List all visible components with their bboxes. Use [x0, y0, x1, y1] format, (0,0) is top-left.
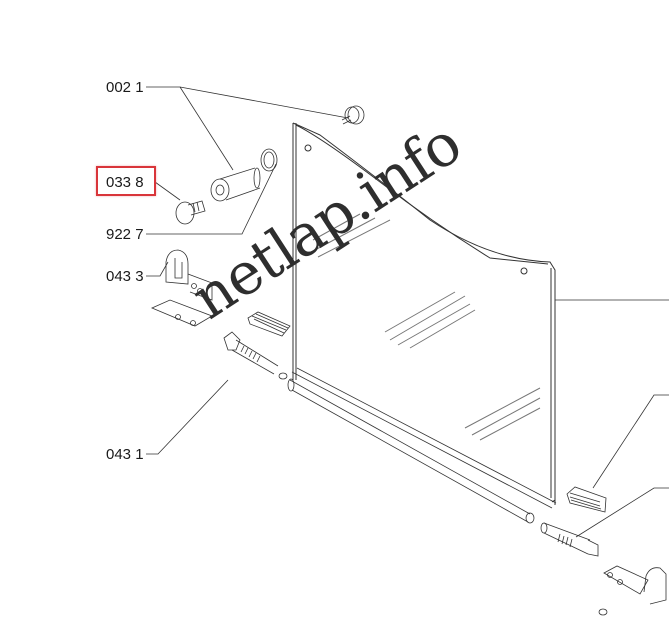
- part-label-9227[interactable]: 922 7: [106, 226, 144, 243]
- spring-pin-left: [223, 331, 288, 380]
- hinge-bracket-right: [598, 565, 667, 616]
- bottom-rod: [287, 367, 557, 524]
- leader-lines: [146, 86, 669, 538]
- part-label-0431[interactable]: 043 1: [106, 446, 144, 463]
- part-label-0433[interactable]: 043 3: [106, 268, 144, 285]
- knob-screw: [175, 200, 206, 225]
- part-label-0021[interactable]: 002 1: [106, 79, 144, 96]
- glass-panel: [292, 122, 556, 505]
- mounting-plate-left: [150, 299, 213, 327]
- highlight-box: [96, 166, 156, 196]
- washer-ring: [260, 148, 278, 172]
- hinge-pin-sleeve: [210, 167, 261, 202]
- ribbed-spacer-left: [247, 311, 291, 337]
- part-label-0338[interactable]: 033 8: [106, 174, 144, 191]
- spring-pin-right: [540, 522, 599, 557]
- hinge-bracket-left: [165, 249, 213, 301]
- ribbed-spacer-right: [566, 486, 607, 513]
- knob-screw-top: [341, 105, 365, 125]
